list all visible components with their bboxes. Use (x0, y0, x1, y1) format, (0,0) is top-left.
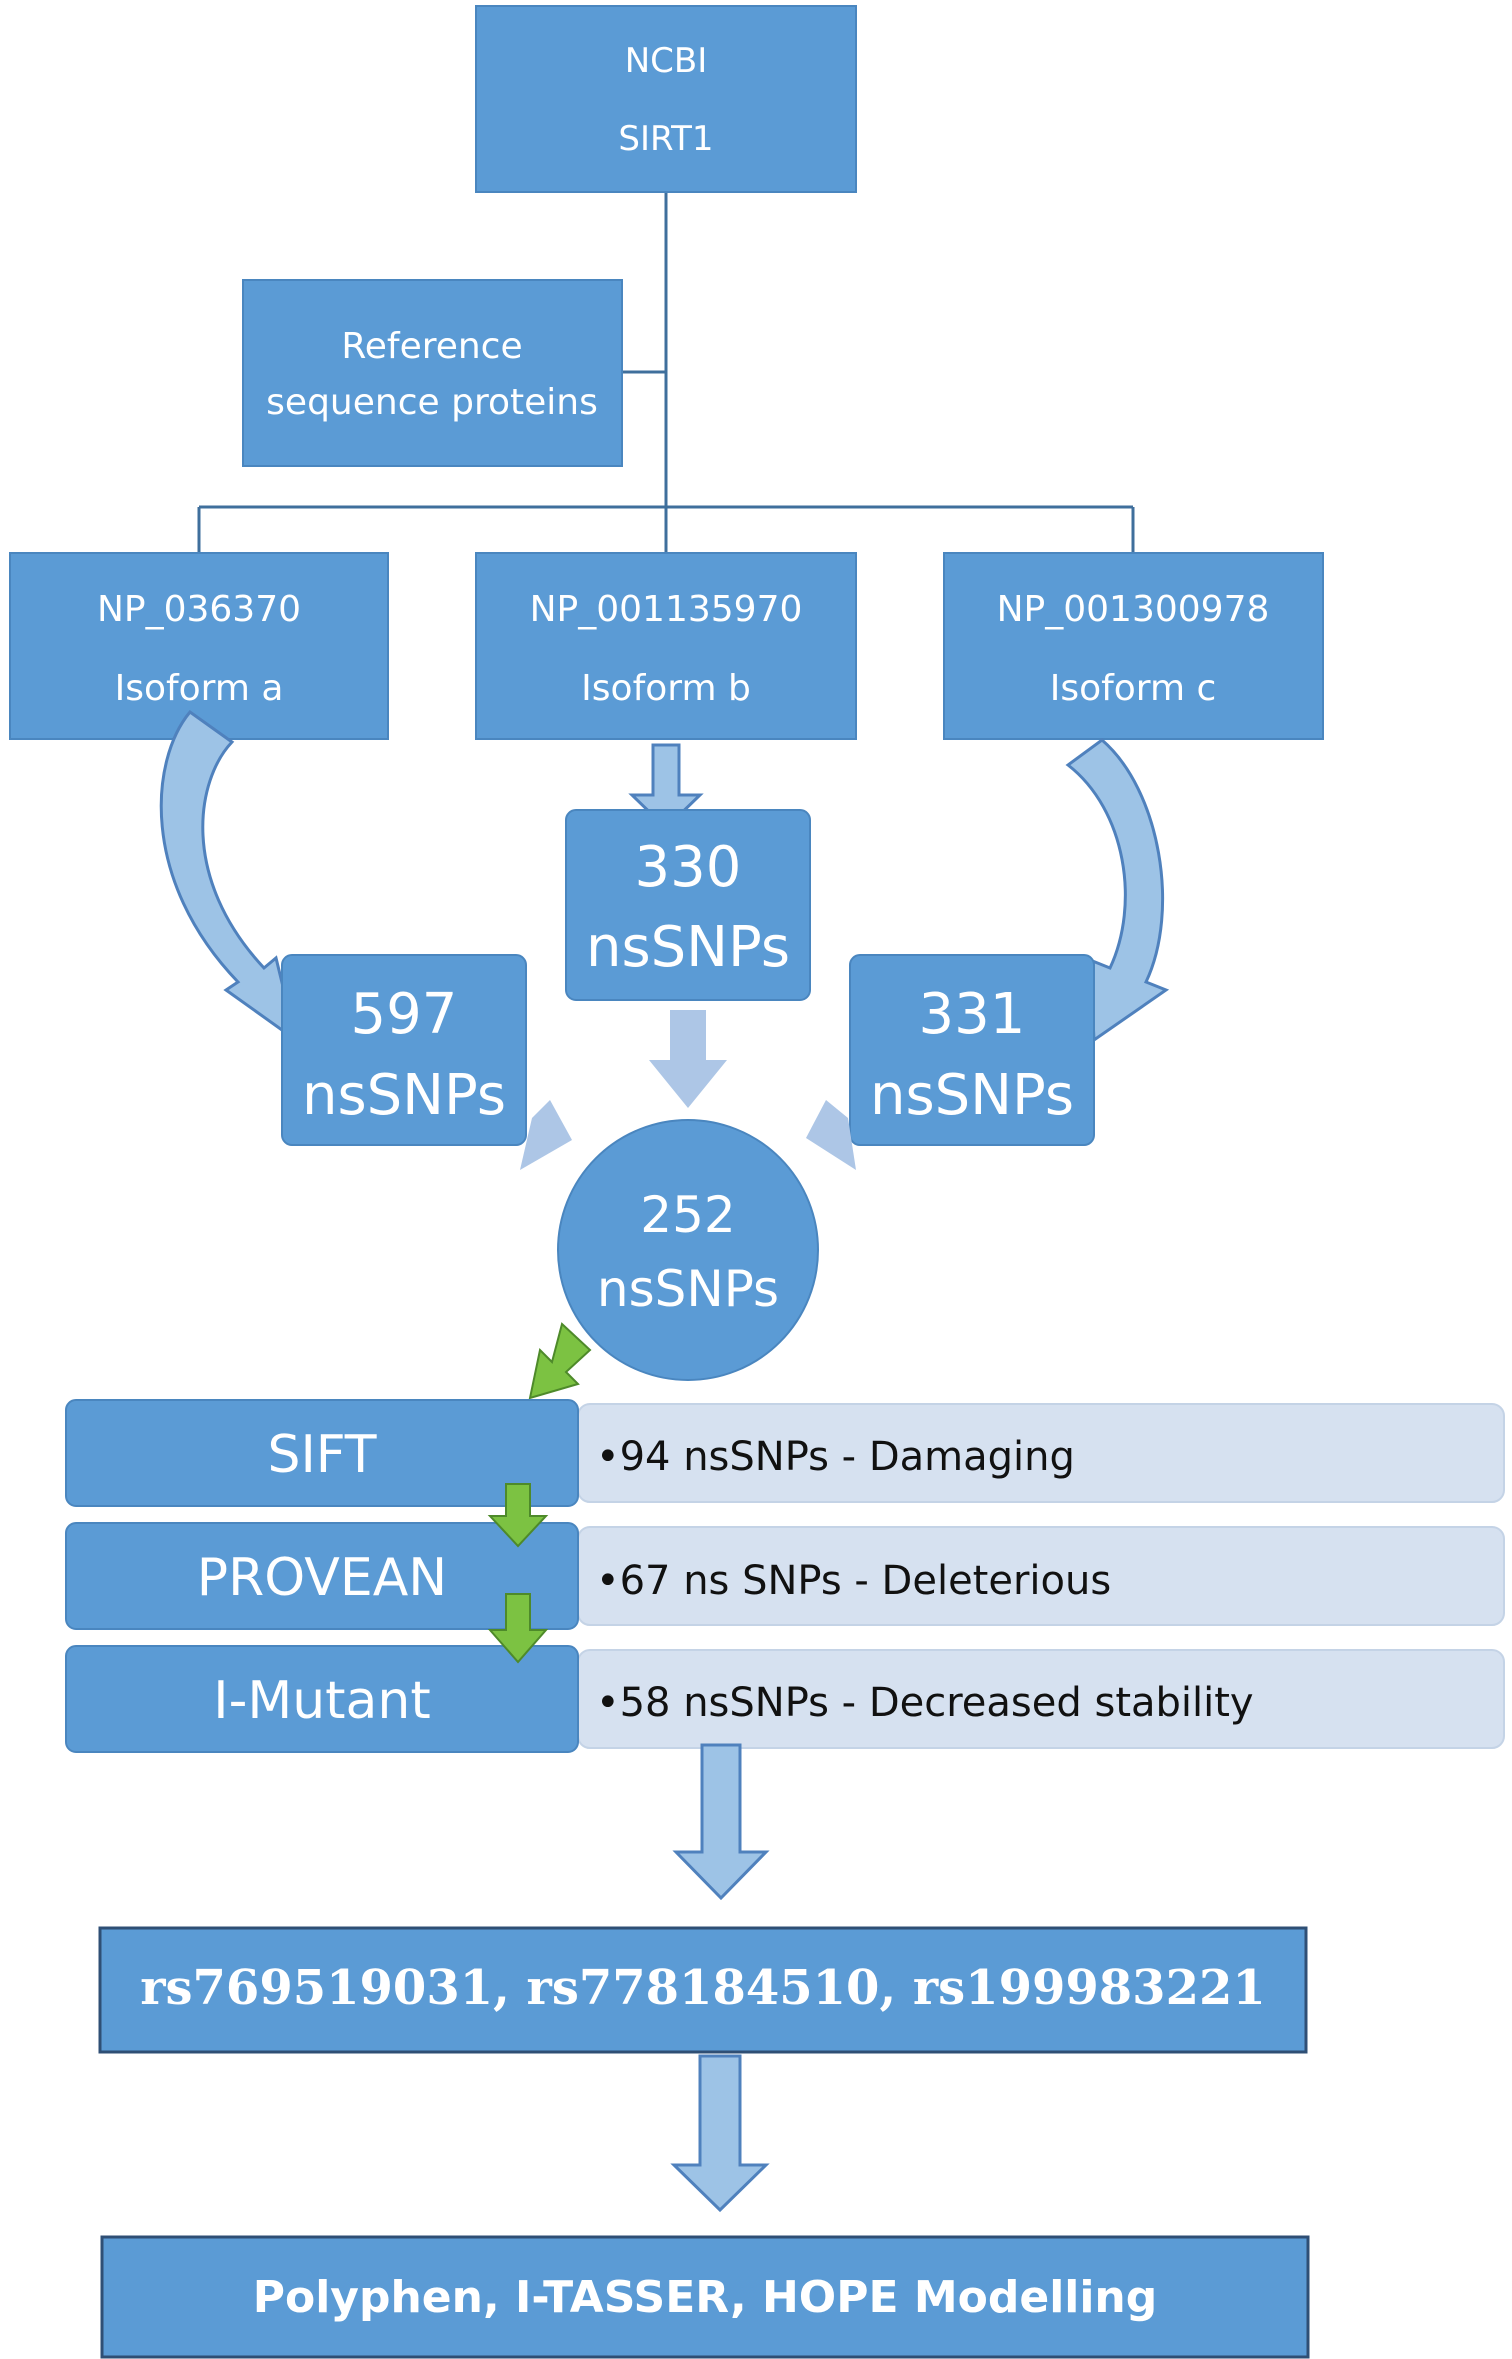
tool-imutant-result: •58 nsSNPs - Decreased stability (596, 1680, 1254, 1726)
tool-sift-result: •94 nsSNPs - Damaging (596, 1434, 1075, 1480)
green-arrow-provean-to-imutant (487, 1593, 549, 1664)
final-analysis-text: Polyphen, I-TASSER, HOPE Modelling (253, 2272, 1158, 2323)
isoform-c-name: Isoform c (1050, 668, 1217, 709)
ncbi-label: NCBI (625, 41, 708, 81)
isoform-b-node: NP_001135970 Isoform b (475, 552, 857, 740)
tool-sift-name: SIFT (267, 1425, 376, 1485)
arrow-331-to-252 (806, 1100, 856, 1170)
isoform-b-id: NP_001135970 (530, 589, 803, 630)
selected-snps-text: rs769519031, rs778184510, rs199983221 (140, 1960, 1266, 2016)
ncbi-node: NCBI SIRT1 (475, 5, 857, 193)
reference-line1: Reference (341, 326, 522, 367)
arrow-to-selected-snps (672, 1743, 770, 1901)
isoform-a-node: NP_036370 Isoform a (9, 552, 389, 740)
isoform-b-name: Isoform b (581, 668, 751, 709)
tool-imutant-name: I-Mutant (213, 1671, 431, 1731)
arrow-330-to-252 (649, 1010, 727, 1108)
count-b-unit: nsSNPs (586, 915, 790, 980)
connector-lines (197, 192, 1135, 553)
isoform-c-node: NP_001300978 Isoform c (943, 552, 1324, 740)
curved-arrow-isoform-a (159, 709, 299, 1044)
ncbi-gene: SIRT1 (618, 119, 713, 159)
reference-node: Reference sequence proteins (242, 279, 623, 467)
arrow-597-to-252 (520, 1100, 572, 1170)
tool-provean-name: PROVEAN (197, 1548, 447, 1608)
tool-row-imutant: I-Mutant •58 nsSNPs - Decreased stabilit… (65, 1645, 1505, 1753)
green-arrow-sift-to-provean (487, 1483, 549, 1548)
isoform-a-name: Isoform a (115, 668, 284, 709)
count-b-value: 330 (635, 835, 742, 900)
arrow-to-final-analysis (670, 2054, 770, 2213)
isoform-c-id: NP_001300978 (997, 589, 1270, 630)
common-node: 252 nsSNPs (557, 1119, 819, 1381)
common-unit: nsSNPs (597, 1260, 779, 1318)
count-a-value: 597 (351, 982, 458, 1047)
green-arrow-to-sift (528, 1322, 592, 1400)
count-c-value: 331 (919, 982, 1026, 1047)
final-analysis-node: Polyphen, I-TASSER, HOPE Modelling (100, 2235, 1310, 2359)
reference-line2: sequence proteins (266, 382, 598, 423)
selected-snps-node: rs769519031, rs778184510, rs199983221 (98, 1926, 1308, 2054)
count-a-node: 597 nsSNPs (281, 954, 527, 1146)
tool-row-sift: SIFT •94 nsSNPs - Damaging (65, 1399, 1505, 1507)
tool-row-provean: PROVEAN •67 ns SNPs - Deleterious (65, 1522, 1505, 1630)
count-c-unit: nsSNPs (870, 1063, 1074, 1128)
isoform-a-id: NP_036370 (97, 589, 301, 630)
count-a-unit: nsSNPs (302, 1063, 506, 1128)
count-c-node: 331 nsSNPs (849, 954, 1095, 1146)
tool-provean-result: •67 ns SNPs - Deleterious (596, 1558, 1111, 1604)
count-b-node: 330 nsSNPs (565, 809, 811, 1001)
common-value: 252 (640, 1186, 735, 1244)
